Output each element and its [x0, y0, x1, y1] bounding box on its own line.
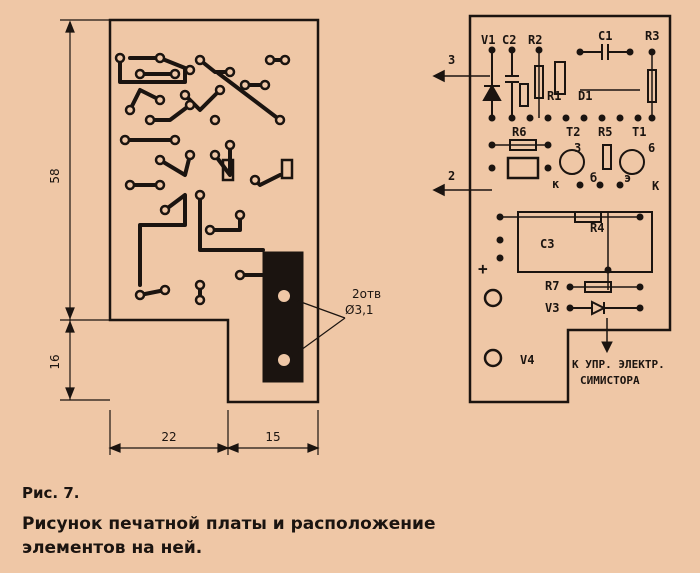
transistor-t2	[559, 149, 585, 175]
label-r1: R1	[547, 89, 561, 103]
dimension-lines	[60, 19, 346, 455]
diode-d1	[554, 61, 566, 95]
left-board	[60, 18, 346, 455]
label-c3: C3	[540, 237, 554, 251]
label-r2: R2	[528, 33, 542, 47]
hole-note-diameter: Ø3,1	[345, 303, 374, 317]
label-t2: T2	[566, 125, 580, 139]
transistor-t1	[619, 149, 645, 175]
component-block	[506, 156, 540, 180]
arrow-label-2: 2	[448, 169, 455, 183]
label-e: э	[624, 171, 631, 185]
dim-width-left: 22	[161, 430, 176, 444]
label-k-lower: к	[552, 177, 560, 191]
label-d1: D1	[578, 89, 592, 103]
dim-height-main: 58	[48, 168, 62, 183]
label-plus: +	[478, 259, 488, 278]
copper-tracks	[118, 56, 287, 302]
output-note-line1: К УПР. ЭЛЕКТР.	[572, 358, 665, 371]
figure-caption-line2: элементов на ней.	[22, 538, 203, 558]
label-v4: V4	[520, 353, 534, 367]
label-k-upper: К	[652, 179, 660, 193]
label-r4: R4	[590, 221, 604, 235]
mount-hole-2	[278, 354, 290, 366]
diode-v1	[482, 50, 502, 118]
label-v3: V3	[545, 301, 559, 315]
resistor-r5	[602, 144, 612, 170]
label-6: 6	[648, 141, 655, 155]
label-3a: 3	[574, 141, 581, 155]
solder-pads	[114, 52, 291, 306]
right-board-outline	[468, 14, 672, 404]
component-pads	[488, 46, 656, 312]
label-v1: V1	[481, 33, 495, 47]
label-c2: C2	[502, 33, 516, 47]
track-pad-rect-2	[280, 158, 294, 180]
right-mount-hole-2	[483, 348, 503, 368]
resistor-r1	[519, 83, 529, 107]
hole-note-count: 2отв	[352, 287, 381, 301]
mount-hole-1	[278, 290, 290, 302]
output-note-line2: СИМИСТОРА	[580, 374, 640, 387]
label-r3: R3	[645, 29, 659, 43]
dim-height-lower: 16	[48, 354, 62, 369]
arrow-label-3: 3	[448, 53, 455, 67]
label-b: б	[590, 171, 597, 185]
output-arrow-icon	[601, 341, 613, 354]
label-r6: R6	[512, 125, 526, 139]
diode-v3	[570, 300, 640, 316]
capacitor-c3	[517, 211, 653, 273]
ground-pad	[262, 251, 304, 383]
label-r5: R5	[598, 125, 612, 139]
dim-width-right: 15	[265, 430, 280, 444]
capacitor-c1	[582, 44, 630, 60]
right-board-labels: V1 C2 R2 C1 R3 R1 D1 R6 T2 R5 T1 3 6 к б…	[448, 29, 665, 387]
external-arrows	[432, 69, 492, 197]
label-t1: T1	[632, 125, 646, 139]
right-mount-hole-1	[483, 288, 503, 308]
capacitor-c2	[505, 50, 519, 118]
figure-label: Рис. 7.	[22, 484, 80, 502]
label-r7: R7	[545, 279, 559, 293]
label-c1: C1	[598, 29, 612, 43]
track-pad-rect-1	[221, 158, 235, 182]
right-board	[432, 14, 672, 404]
figure-caption-line1: Рисунок печатной платы и расположение	[22, 514, 436, 534]
